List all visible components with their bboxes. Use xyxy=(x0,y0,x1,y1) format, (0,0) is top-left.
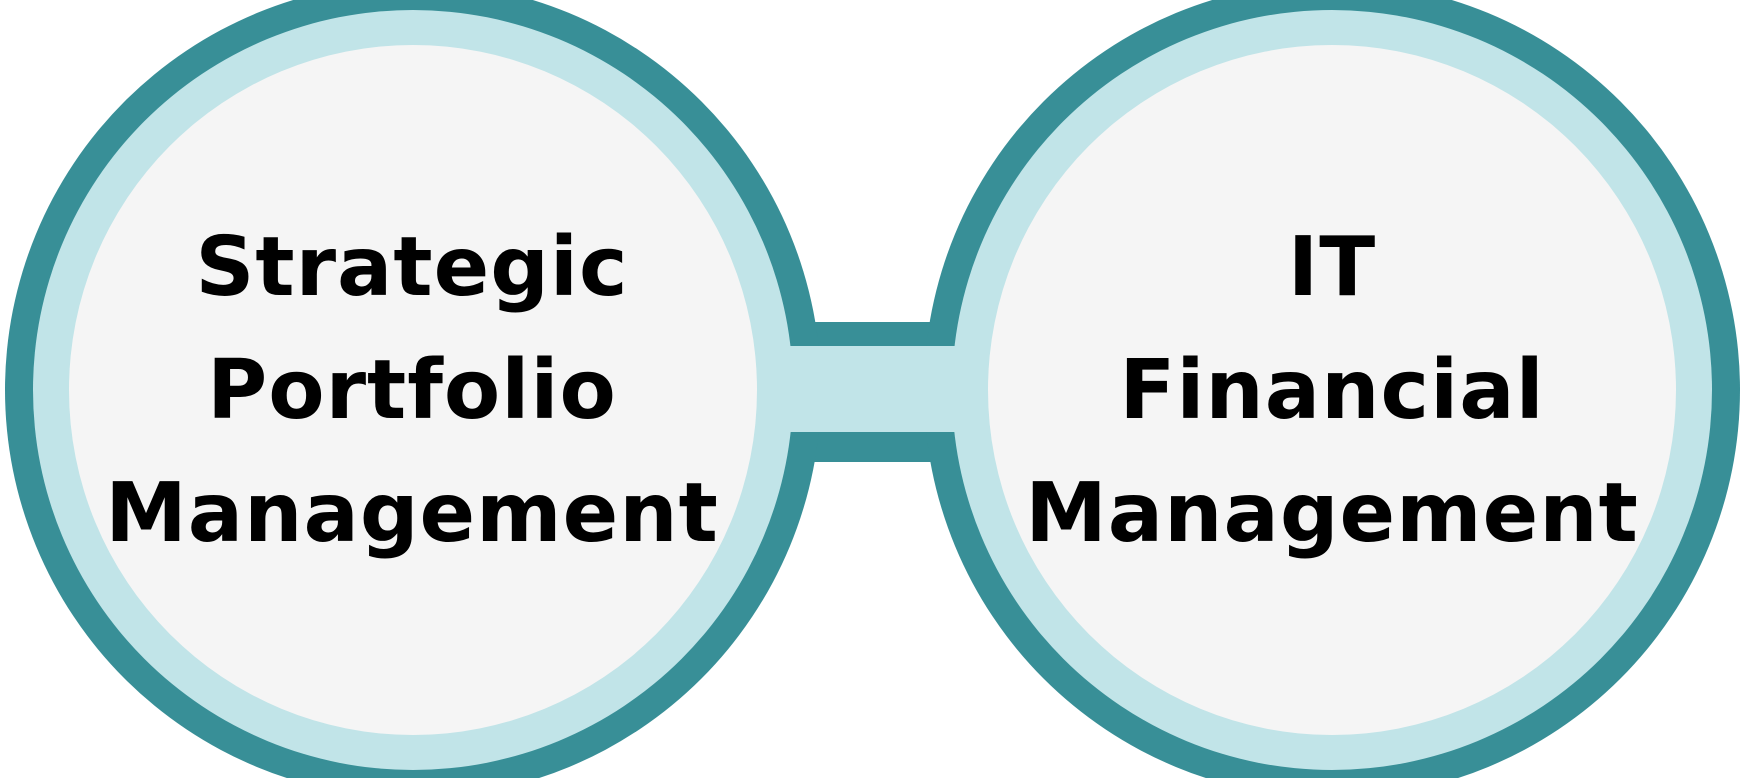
node-label-line: Strategic xyxy=(195,219,629,315)
node-label-it-financial-management: IT Financial Management xyxy=(992,205,1672,575)
node-label-strategic-portfolio-management: Strategic Portfolio Management xyxy=(72,205,752,575)
node-label-line: IT xyxy=(1287,219,1377,315)
node-label-line: Financial xyxy=(1119,342,1545,438)
circle-left xyxy=(5,0,821,778)
node-label-line: Management xyxy=(1025,465,1639,561)
node-label-line: Portfolio xyxy=(207,342,617,438)
circle-left-face xyxy=(69,45,757,735)
circle-right xyxy=(924,0,1740,778)
circle-right-face xyxy=(988,45,1676,735)
connector-inner-overlay xyxy=(788,346,956,432)
node-label-line: Management xyxy=(105,465,719,561)
